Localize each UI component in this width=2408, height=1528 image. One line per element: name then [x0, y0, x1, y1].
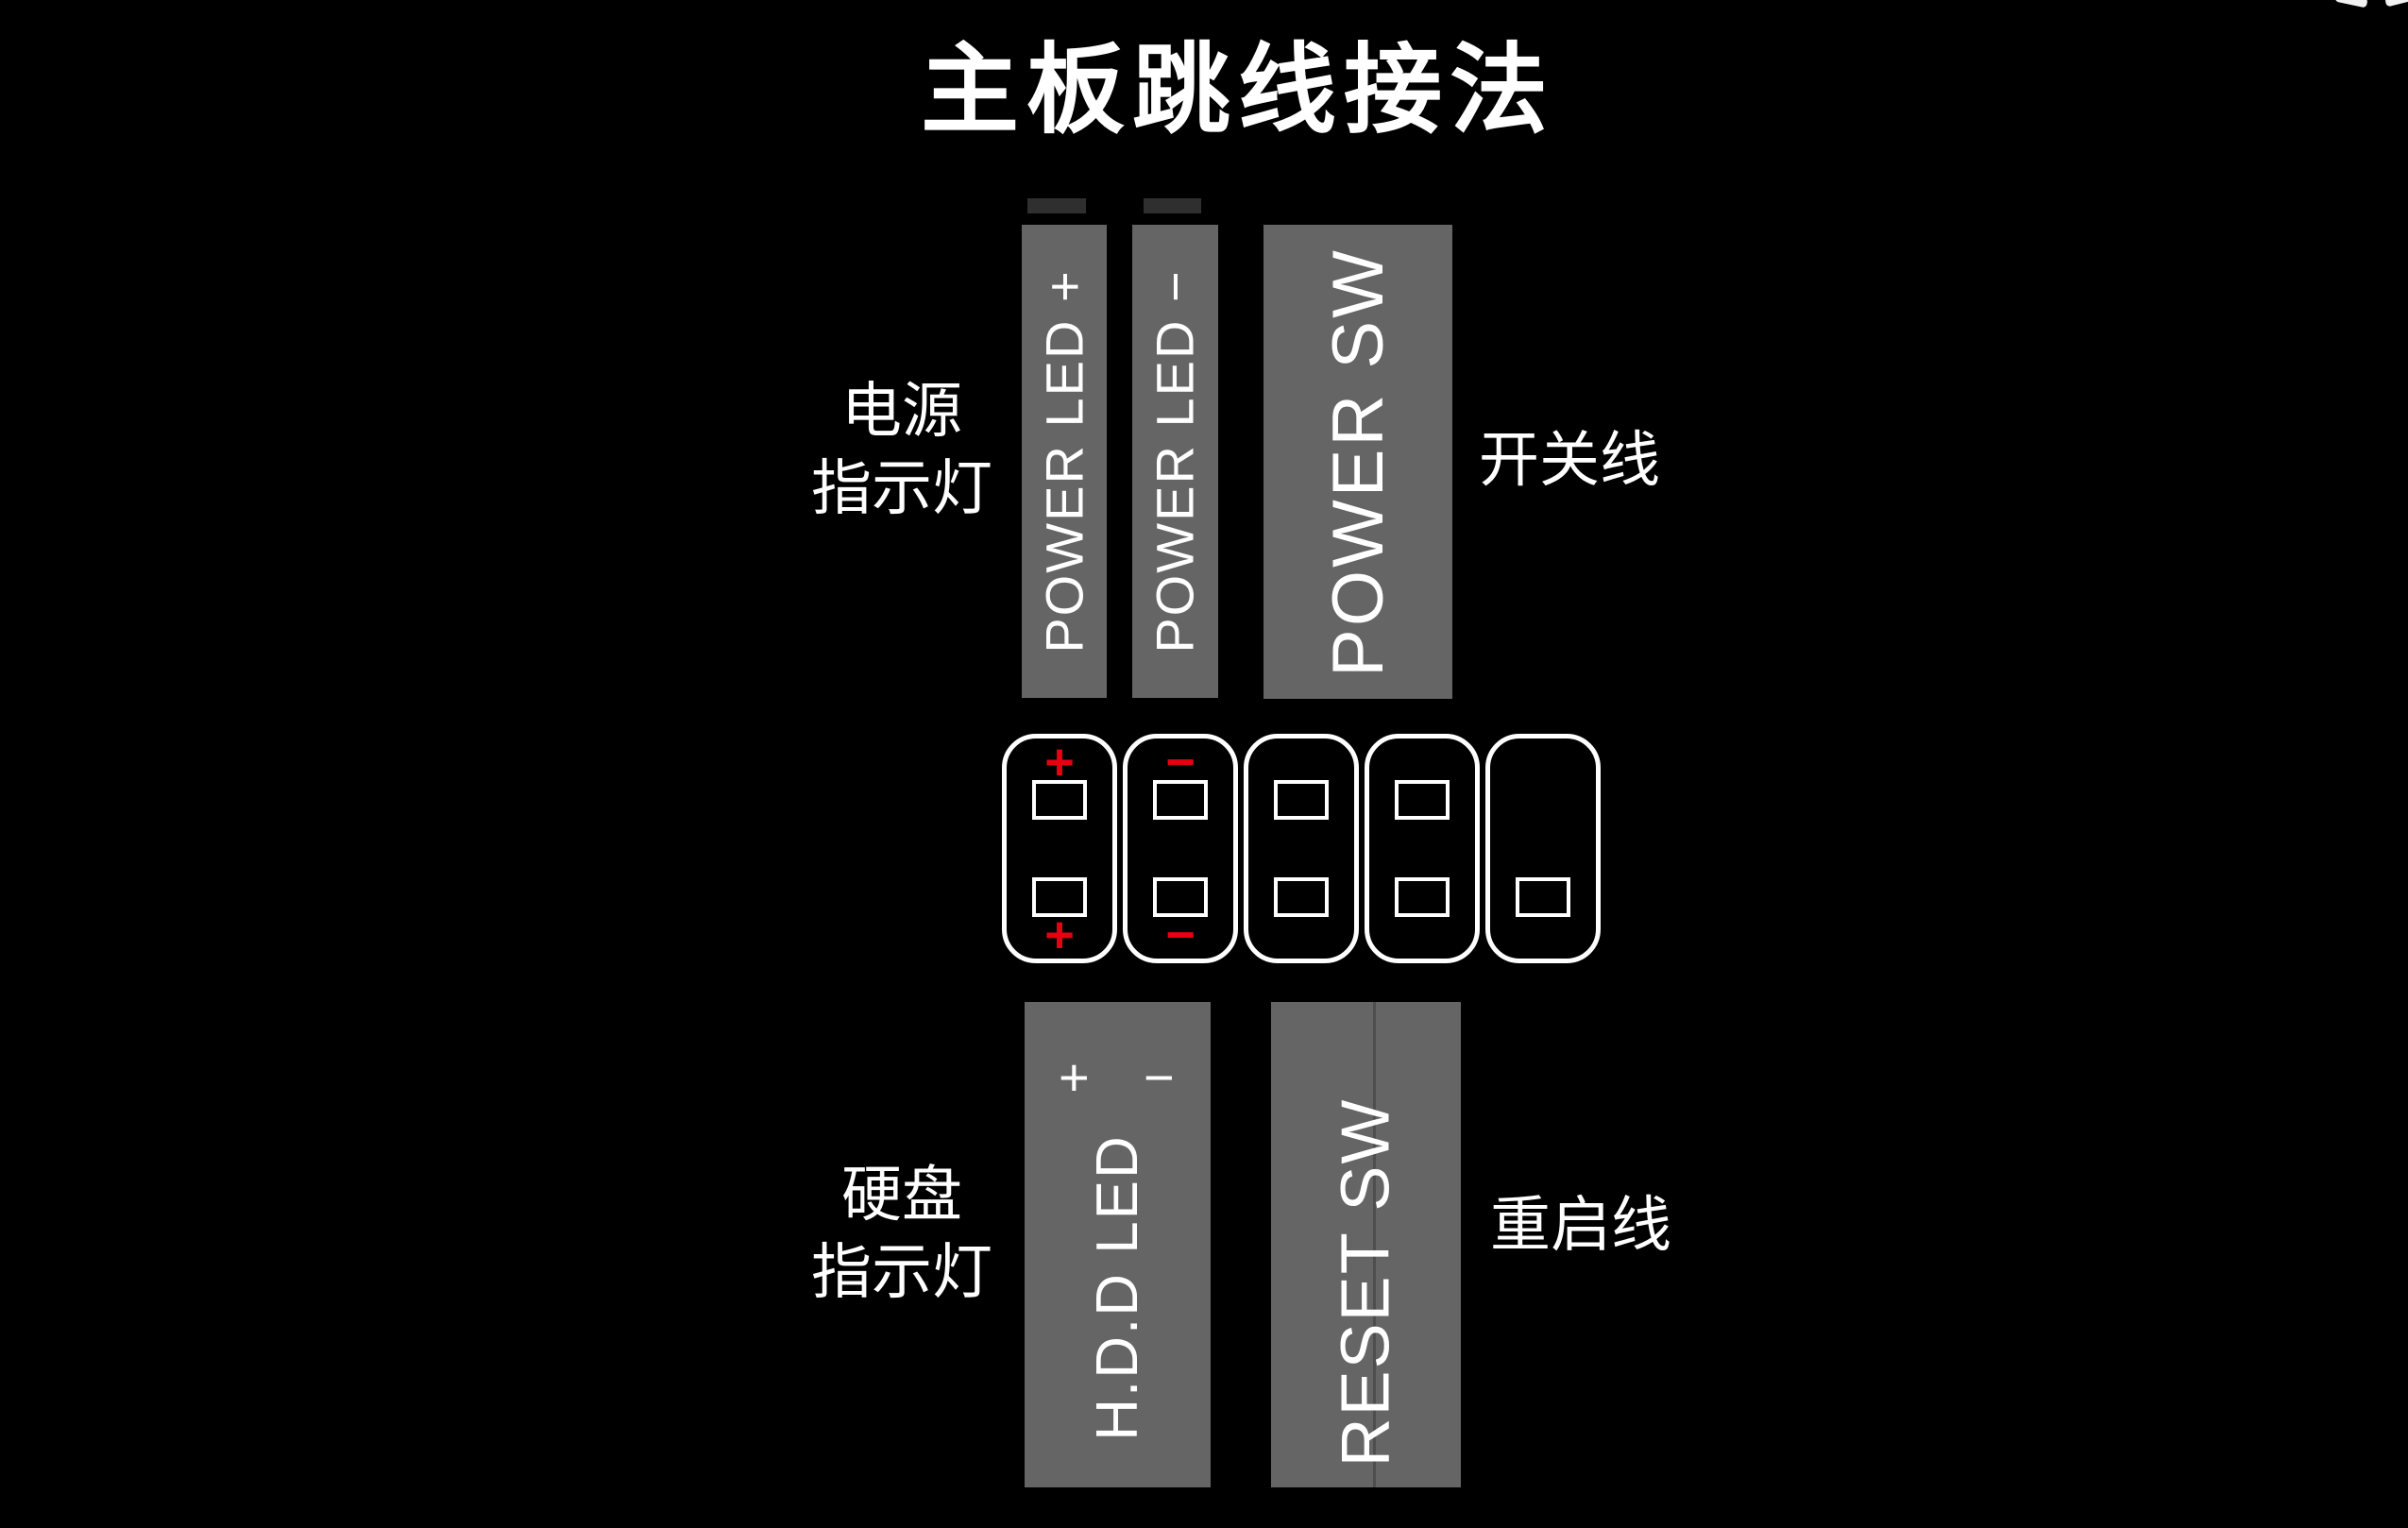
hdd-indicator-label-line2: 指示灯	[811, 1238, 992, 1306]
power-indicator-label-line1: 电源	[841, 377, 962, 445]
cable-shadow-strip	[1144, 198, 1201, 213]
power-led-minus-cable: POWER LED −	[1132, 225, 1218, 698]
pin-connector-4	[1365, 734, 1480, 963]
pin-top	[1395, 780, 1450, 820]
cable-shadow-strip	[1027, 198, 1086, 213]
pin-bottom	[1032, 877, 1087, 917]
power-sw-cable: POWER SW	[1263, 225, 1452, 699]
power-indicator-label: 电源 指示灯	[774, 372, 1029, 527]
reset-sw-cable: RESET SW	[1271, 1002, 1461, 1487]
power-led-plus-cable: POWER LED +	[1022, 225, 1107, 698]
power-led-minus-label: POWER LED −	[1145, 269, 1206, 654]
cable-seam	[1373, 1002, 1376, 1487]
pin-top	[1032, 780, 1087, 820]
polarity-mark-bottom: −	[1165, 907, 1196, 963]
pin-connector-3	[1244, 734, 1359, 963]
hdd-plus-mark: +	[1059, 1047, 1090, 1107]
pin-top	[1274, 780, 1329, 820]
pin-bottom	[1516, 877, 1570, 917]
polarity-mark-bottom: +	[1044, 907, 1075, 963]
polarity-mark-top: −	[1165, 734, 1196, 790]
pin-header: + + − −	[1002, 734, 1601, 963]
watermark-fragment	[2334, 0, 2368, 8]
reset-sw-label: RESET SW	[1328, 1097, 1404, 1468]
pin-top	[1153, 780, 1208, 820]
polarity-mark-top: +	[1044, 734, 1075, 790]
pin-connector-2: − −	[1123, 734, 1238, 963]
hdd-led-cable: + − H.D.D LED	[1025, 1002, 1211, 1487]
pin-connector-5	[1485, 734, 1601, 963]
switch-wire-label: 开关线	[1479, 426, 1660, 494]
restart-wire-label: 重启线	[1490, 1191, 1671, 1259]
hdd-indicator-label-line1: 硬盘	[841, 1161, 962, 1229]
hdd-minus-mark: −	[1144, 1047, 1175, 1107]
pin-bottom	[1153, 877, 1208, 917]
pin-connector-1: + +	[1002, 734, 1117, 963]
power-sw-label: POWER SW	[1317, 246, 1399, 677]
pin-bottom	[1274, 877, 1329, 917]
hdd-led-label: H.D.D LED	[1085, 1133, 1151, 1441]
hdd-indicator-label: 硬盘 指示灯	[774, 1156, 1029, 1311]
watermark-fragment	[2384, 0, 2408, 8]
page-title: 主板跳线接法	[921, 36, 1556, 145]
pin-bottom	[1395, 877, 1450, 917]
power-led-plus-label: POWER LED +	[1034, 269, 1094, 654]
power-indicator-label-line2: 指示灯	[811, 454, 992, 522]
